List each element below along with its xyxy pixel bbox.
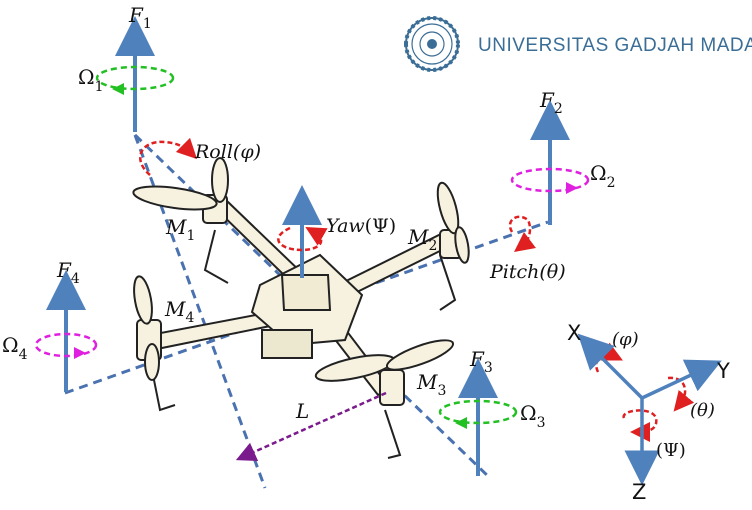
label-phi: (φ) — [612, 329, 639, 350]
arm-length-arrow — [235, 391, 387, 462]
rotor-spin-indicators — [34, 65, 590, 425]
omega2-magenta-ring — [510, 167, 590, 193]
label-m3: M3 — [416, 370, 446, 399]
label-roll: Roll(φ) — [194, 141, 261, 163]
y-axis-arrow — [641, 359, 722, 400]
label-f1: F1 — [128, 3, 152, 32]
label-m2: M2 — [407, 225, 437, 254]
label-omega4: Ω4 — [2, 333, 28, 363]
university-seal-logo — [404, 16, 460, 72]
labels: F1 F2 F3 F4 Ω1 Ω2 Ω3 Ω4 M1 M2 M3 M4 Roll… — [2, 3, 730, 504]
label-arm-length: L — [295, 399, 309, 423]
psi-arrow — [622, 409, 658, 442]
yaw-arrow — [277, 226, 328, 252]
label-f2: F2 — [539, 88, 563, 117]
label-yaw: Yaw(Ψ) — [326, 215, 396, 237]
label-pitch: Pitch(θ) — [489, 261, 566, 283]
label-y-axis: Y — [716, 359, 730, 383]
quadcopter-body — [132, 157, 470, 459]
force-arrows — [46, 16, 570, 476]
roll-arrow — [139, 137, 198, 176]
omega1-green-ring — [95, 65, 175, 91]
label-f4: F4 — [56, 258, 80, 287]
x-axis-arrow — [577, 333, 644, 400]
label-z-axis: Z — [632, 480, 646, 504]
omega4-magenta-ring — [34, 332, 98, 358]
label-omega2: Ω2 — [590, 161, 616, 191]
label-m1: M1 — [165, 215, 195, 244]
body-frame-axes — [577, 333, 722, 486]
rotor-spin-arrowheads — [74, 83, 578, 429]
label-x-axis: X — [567, 321, 581, 345]
pitch-arrow — [508, 215, 537, 253]
label-theta: (θ) — [690, 400, 715, 421]
omega3-green-ring — [438, 399, 518, 425]
label-omega3: Ω3 — [520, 401, 546, 431]
label-m4: M4 — [164, 297, 194, 326]
label-omega1: Ω1 — [78, 65, 104, 95]
label-f3: F3 — [469, 347, 493, 376]
institution-name: UNIVERSITAS GADJAH MADA — [478, 35, 752, 56]
label-psi: (Ψ) — [656, 440, 686, 461]
